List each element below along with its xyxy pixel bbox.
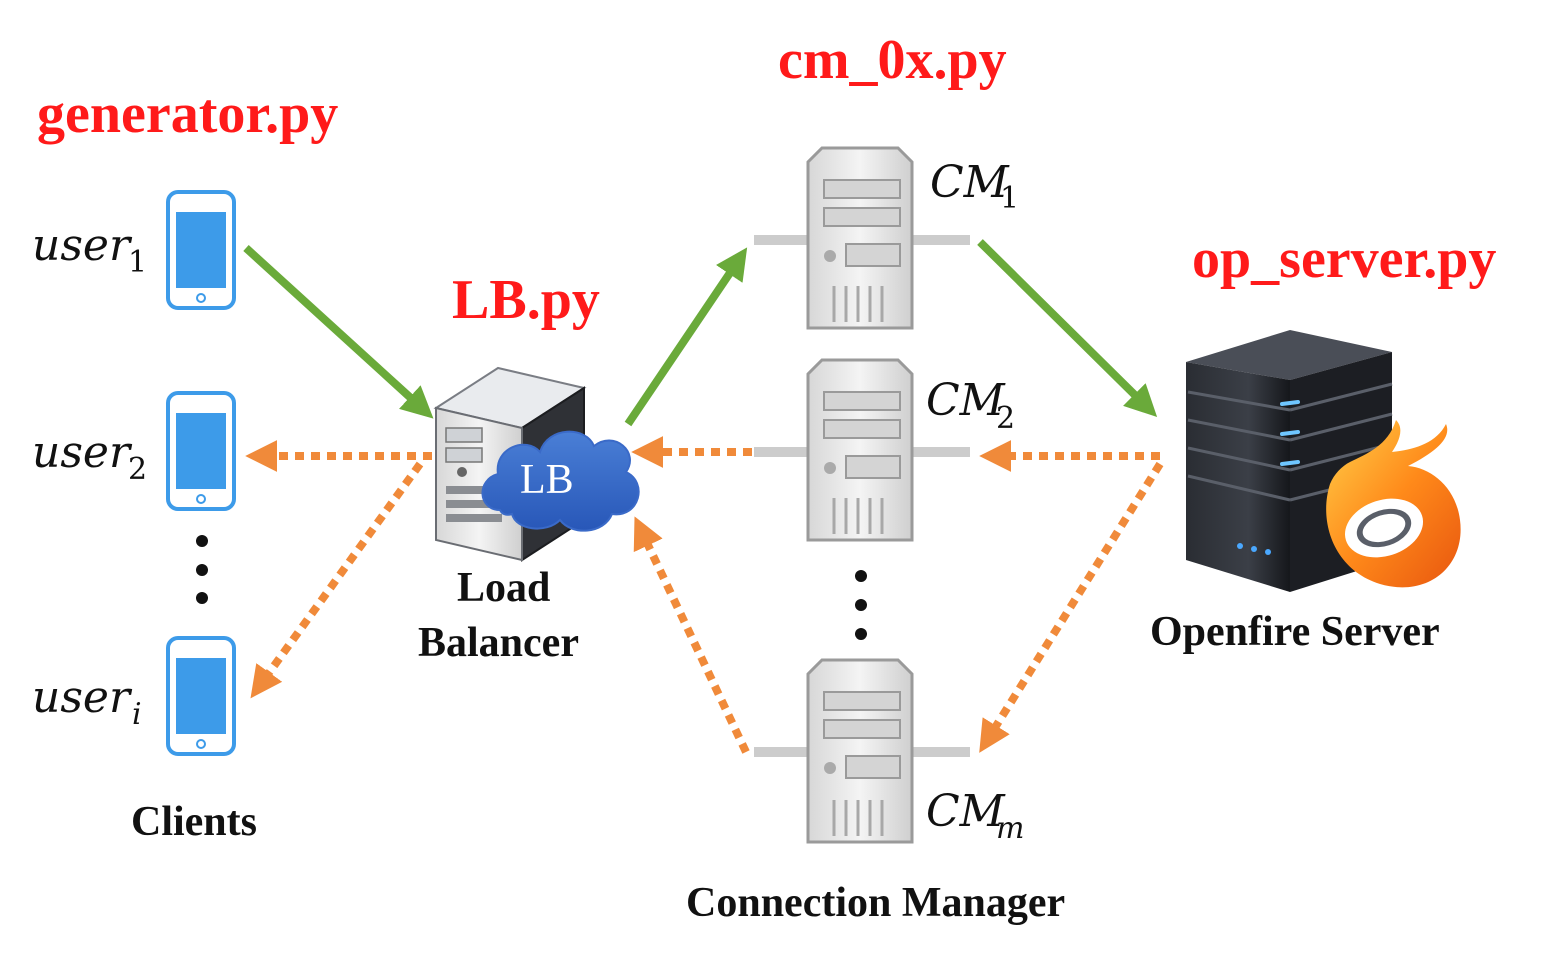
cm-2-server-icon (754, 358, 970, 542)
request-arrow-lb-to-cm1 (624, 247, 748, 427)
phone-icon (166, 636, 236, 756)
generator-label: generator.py (37, 83, 338, 145)
svg-text:2: 2 (996, 401, 1015, 436)
response-arrow-openfire-to-cmm (979, 461, 1164, 753)
openfire-logo-icon (1326, 420, 1461, 588)
phone-icon (166, 391, 236, 511)
load-balancer-title-line1: Load (457, 565, 550, 611)
cloud-label: LB (520, 457, 574, 503)
svg-text:m: m (996, 811, 1024, 846)
response-arrow-cmm-to-lb (633, 516, 750, 754)
clients-title: Clients (131, 799, 257, 845)
svg-text:CM: CM (930, 157, 1010, 208)
ellipsis-icon (196, 535, 208, 604)
openfire-server-title: Openfire Server (1150, 609, 1440, 655)
cm-1-label: CM 1 (930, 157, 1019, 216)
svg-text:CM: CM (926, 786, 1006, 837)
ellipsis-icon (855, 570, 867, 640)
phone-icon (166, 190, 236, 310)
svg-text:i: i (132, 697, 142, 732)
cloud-icon: LB (481, 430, 640, 532)
user-i-label: user i (32, 672, 142, 732)
op-server-label: op_server.py (1192, 228, 1496, 290)
cm-2-label: CM 2 (926, 375, 1015, 436)
svg-text:CM: CM (926, 375, 1006, 426)
svg-text:1: 1 (128, 245, 147, 280)
response-arrow-lb-to-useri (250, 461, 424, 699)
user-2-label: user 2 (32, 427, 147, 487)
lb-label: LB.py (452, 269, 600, 331)
request-arrow-cm1-to-openfire (977, 239, 1158, 417)
svg-text:1: 1 (1000, 181, 1019, 216)
cm-label: cm_0x.py (778, 29, 1007, 91)
request-arrow-client-to-lb (243, 245, 434, 419)
svg-text:2: 2 (128, 452, 147, 487)
cm-1-server-icon (754, 146, 970, 330)
svg-text:user: user (32, 220, 133, 271)
load-balancer-title-line2: Balancer (418, 620, 579, 666)
cm-m-server-icon (754, 658, 970, 844)
svg-text:user: user (32, 672, 133, 723)
svg-text:user: user (32, 427, 133, 478)
user-1-label: user 1 (32, 220, 147, 280)
cm-m-label: CM m (926, 786, 1024, 846)
connection-manager-title: Connection Manager (686, 880, 1065, 926)
